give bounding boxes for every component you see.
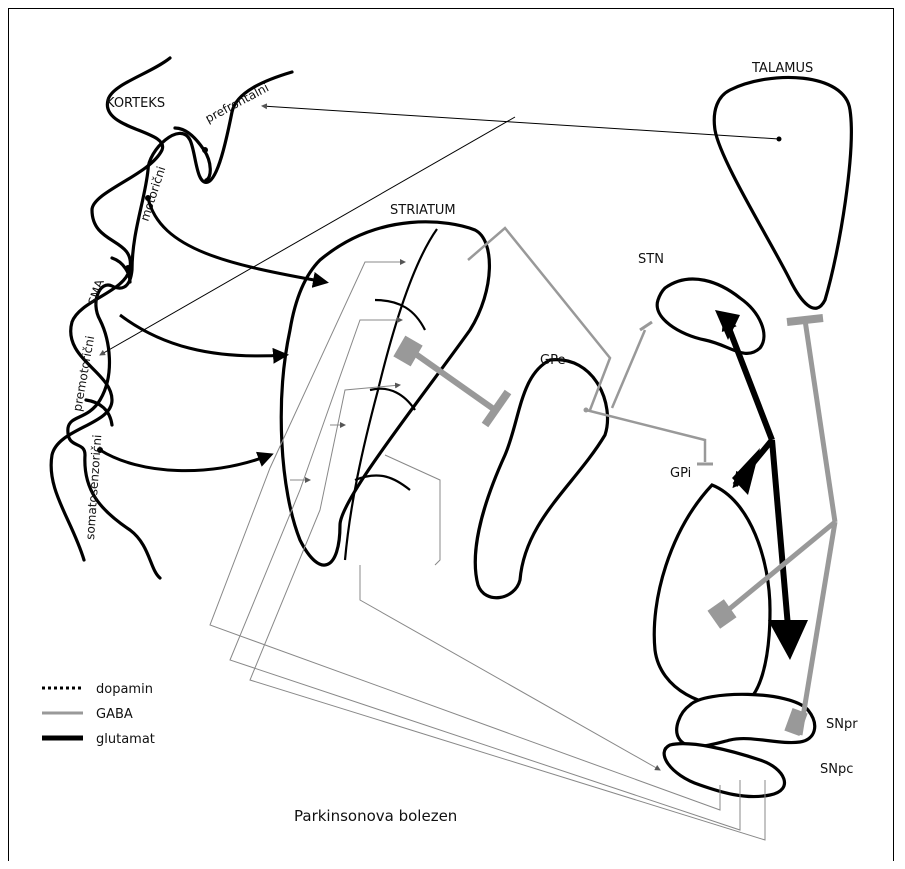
label-gpe: GPe: [540, 353, 565, 368]
gpe-region: [475, 360, 607, 598]
cortex-prefrontal-dot: [202, 147, 208, 153]
caption: Parkinsonova bolezen: [294, 807, 457, 825]
cortex-sma-dot: [125, 265, 131, 271]
stn-region: [657, 279, 764, 353]
legend-glutamate-label: glutamat: [96, 732, 155, 747]
label-prefrontalni: prefrontalni: [203, 80, 271, 125]
snpr-to-thalamus-gaba-line-2: [805, 320, 835, 522]
thalamus-to-prefrontal-line: [262, 106, 779, 139]
snpc-region: [664, 744, 784, 797]
motor-to-striatum-arrow: [148, 198, 325, 282]
cortex-inner-edge: [68, 72, 292, 578]
gpe-to-stn-gaba-path: [612, 330, 645, 408]
label-snpc: SNpc: [820, 762, 853, 777]
label-sma: SMA: [86, 277, 108, 307]
premotor-to-striatum-arrow: [100, 450, 270, 471]
snpr-to-thalamus-gaba-line-1: [800, 522, 835, 735]
striatum-region: [281, 222, 489, 565]
label-striatum: STRIATUM: [390, 203, 456, 218]
label-talamus: TALAMUS: [751, 61, 813, 76]
dopamine-path-5: [385, 455, 440, 565]
legend-dopamine-label: dopamin: [96, 682, 153, 697]
gpi-region: [654, 485, 770, 706]
legend-gaba-label: GABA: [96, 707, 133, 722]
thalamus-region: [714, 77, 851, 308]
snpr-arrowhead: [768, 620, 808, 660]
dopamine-path-4: [360, 565, 660, 770]
label-stn: STN: [638, 252, 664, 267]
legend: dopamin GABA glutamat: [42, 682, 155, 747]
striatum-compartment-line-3: [355, 475, 410, 490]
label-snpr: SNpr: [826, 717, 858, 732]
sma-to-striatum-arrow: [120, 315, 285, 356]
label-gpi: GPi: [670, 466, 691, 481]
thalamus-gaba-terminal: [787, 318, 823, 322]
label-korteks: KORTEKS: [106, 96, 165, 111]
stn-to-snpr-arrow: [772, 440, 790, 650]
cortex-outer-edge: [51, 58, 170, 560]
stn-gaba-terminal: [640, 322, 652, 330]
gpi-arrowhead: [732, 448, 760, 495]
